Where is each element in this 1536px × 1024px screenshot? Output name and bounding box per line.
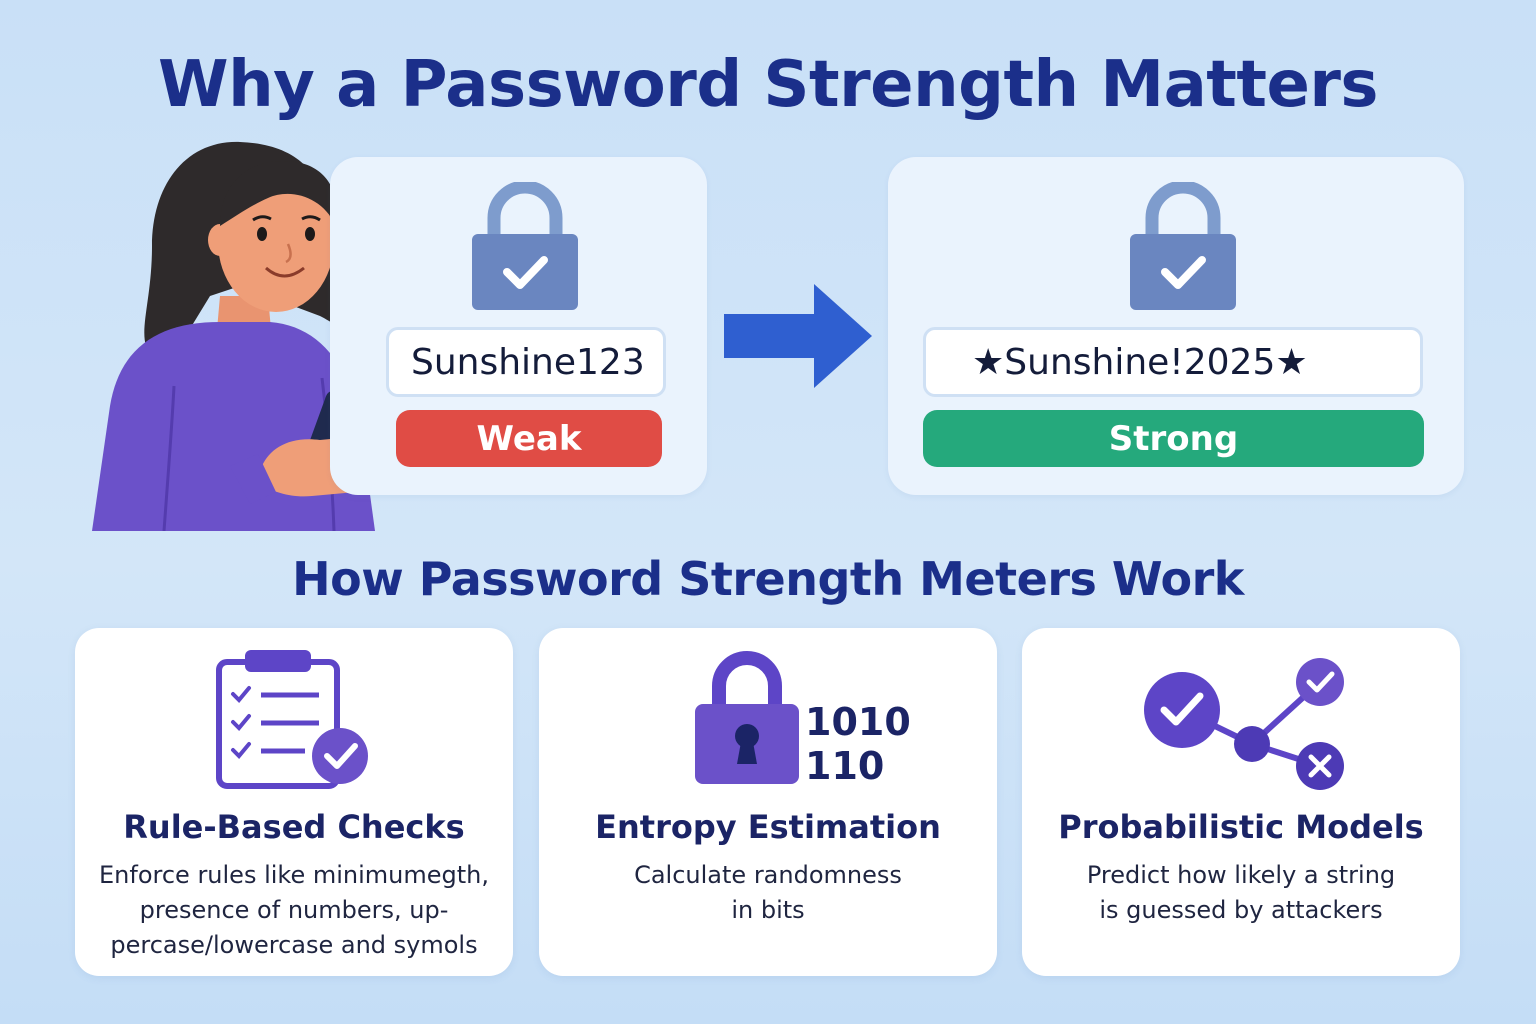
weak-password-panel: Sunshine123 Weak: [330, 157, 707, 495]
card-title: Rule-Based Checks: [123, 808, 465, 846]
card-description: Enforce rules like minimumegth, presence…: [99, 861, 489, 959]
page-title: Why a Password Strength Matters: [157, 48, 1379, 122]
arrow-right-icon: [724, 284, 872, 388]
weak-strength-meter: Weak: [396, 410, 662, 467]
card-title: Probabilistic Models: [1058, 808, 1424, 846]
card-description: Calculate randomness in bits: [634, 861, 902, 924]
card-title: Entropy Estimation: [595, 808, 941, 846]
strong-password-panel: ★Sunshine!2025★ Strong: [888, 157, 1464, 495]
person-illustration: [92, 141, 375, 531]
binary-digits: 1010 110: [805, 700, 911, 788]
probability-graph-icon: [1144, 658, 1344, 790]
strong-strength-meter: Strong: [923, 410, 1424, 467]
lock-check-icon: [472, 182, 578, 310]
lock-check-icon: [1130, 182, 1236, 310]
lock-binary-icon: [695, 651, 799, 784]
section-title: How Password Strength Meters Work: [292, 552, 1244, 606]
entropy-estimation-card: 1010 110 Entropy Estimation Calculate ra…: [539, 628, 997, 976]
card-description: Predict how likely a string is guessed b…: [1086, 861, 1396, 924]
strong-password-field[interactable]: ★Sunshine!2025★: [923, 327, 1423, 397]
rule-based-checks-card: Rule-Based Checks Enforce rules like min…: [75, 628, 513, 976]
clipboard-checklist-icon: [216, 650, 368, 789]
weak-password-field[interactable]: Sunshine123: [386, 327, 666, 397]
probabilistic-models-card: Probabilistic Models Predict how likely …: [1022, 628, 1460, 976]
